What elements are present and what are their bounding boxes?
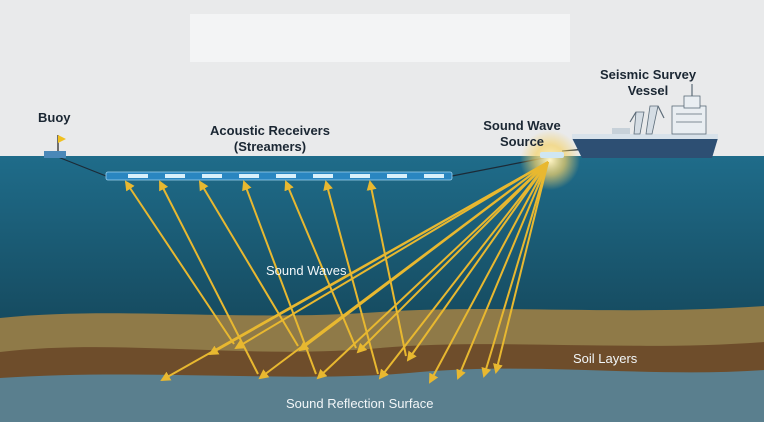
vessel-label-line1: Seismic Survey — [599, 67, 697, 82]
buoy-flag-icon — [44, 135, 66, 158]
hydrophone — [313, 174, 333, 178]
reflected-sound-ray — [159, 180, 259, 375]
soil-layers-label: Soil Layers — [573, 351, 638, 366]
incident-sound-ray — [429, 161, 549, 384]
source-label: Sound Wave Source — [472, 118, 572, 150]
incident-sound-ray — [406, 161, 549, 362]
incident-sound-ray — [356, 161, 549, 354]
incident-sound-ray — [481, 161, 549, 378]
airgun-array — [540, 152, 564, 158]
source-label-line2: Source — [499, 134, 545, 149]
incident-sound-ray — [456, 161, 549, 380]
hydrophone — [350, 174, 370, 178]
reflection-surface-layer — [0, 368, 764, 422]
reflected-sound-ray — [366, 180, 407, 357]
buoy-label: Buoy — [38, 110, 71, 125]
receivers-label-line2: (Streamers) — [233, 139, 307, 154]
receivers-label: Acoustic Receivers (Streamers) — [190, 123, 350, 155]
hydrophone — [387, 174, 407, 178]
sound-ray-group — [124, 161, 549, 384]
reflection-surface-label: Sound Reflection Surface — [286, 396, 434, 411]
incident-sound-ray — [208, 161, 549, 355]
reflected-sound-ray — [323, 180, 379, 375]
hydrophone — [276, 174, 296, 178]
reflected-sound-ray — [242, 180, 317, 375]
hydrophone — [239, 174, 259, 178]
hydrophone — [202, 174, 222, 178]
seismic-vessel-icon — [572, 84, 718, 158]
vessel-label: Seismic Survey Vessel — [588, 67, 708, 99]
hydrophone-group — [128, 174, 444, 178]
receivers-label-line1: Acoustic Receivers — [210, 123, 330, 138]
hydrophone — [165, 174, 185, 178]
hydrophone — [424, 174, 444, 178]
hydrophone — [128, 174, 148, 178]
blank-title-box — [190, 14, 570, 62]
incident-sound-ray — [316, 161, 549, 380]
reflected-sound-ray — [198, 180, 299, 347]
source-label-line1: Sound Wave — [483, 118, 561, 133]
incident-sound-ray — [234, 161, 549, 350]
incident-sound-ray — [298, 161, 549, 352]
buoy-tow-cable — [57, 156, 107, 177]
reflected-sound-ray — [284, 180, 357, 349]
incident-sound-ray — [493, 161, 549, 374]
sea — [0, 156, 764, 336]
vessel-label-line2: Vessel — [627, 83, 669, 98]
sound-waves-label: Sound Waves — [266, 263, 347, 278]
incident-sound-ray — [378, 161, 549, 380]
reflected-sound-ray — [124, 180, 235, 345]
